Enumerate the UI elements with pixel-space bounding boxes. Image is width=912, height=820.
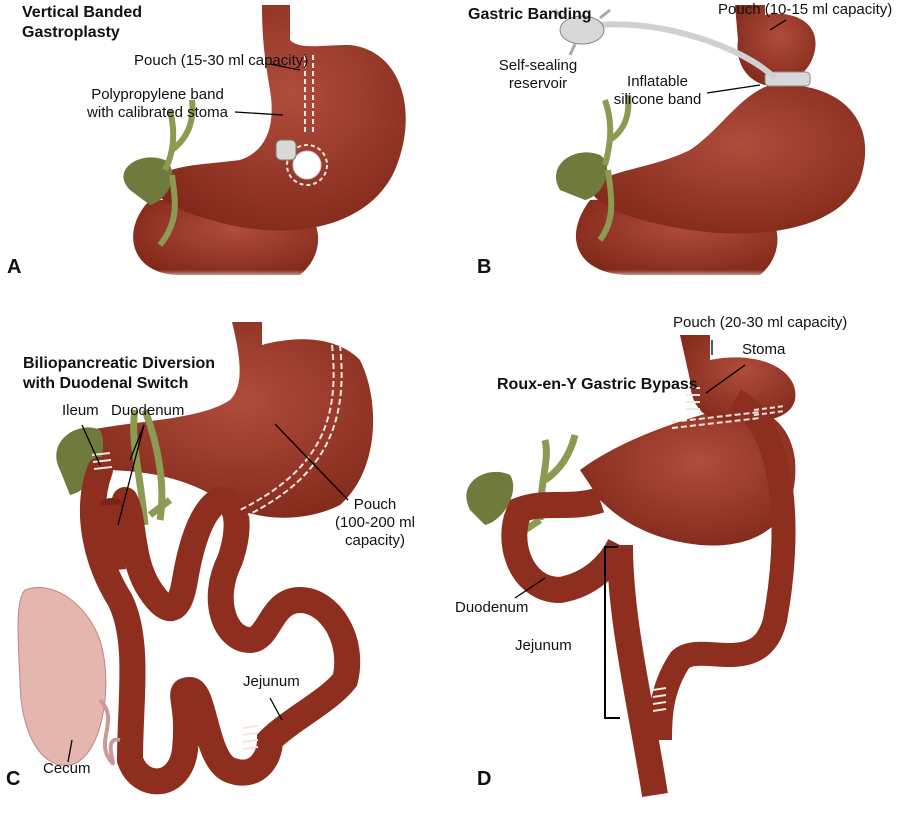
panel-d-duodenum	[501, 487, 632, 604]
panel-c-art	[17, 322, 374, 795]
panel-c-letter: C	[6, 768, 21, 790]
panel-d-jejunum	[607, 544, 668, 798]
panel-d-jejunum-label: Jejunum	[515, 637, 572, 654]
panel-a-stomach	[150, 5, 406, 231]
panel-c-cecum-label: Cecum	[43, 760, 91, 777]
panel-b-pouch-label: Pouch (10-15 ml capacity)	[718, 1, 893, 18]
panel-d-duodenum-label: Duodenum	[455, 599, 529, 616]
panel-a-art	[100, 5, 460, 280]
panel-a-gallbladder	[123, 157, 173, 205]
panel-a-pouch-label: Pouch (15-30 ml capacity)	[134, 52, 309, 69]
panel-a-bile-duct	[157, 99, 196, 247]
panel-d-title: Roux-en-Y Gastric Bypass	[497, 376, 698, 393]
panel-a-letter: A	[7, 256, 22, 278]
panel-c-duodenum-label: Duodenum	[111, 402, 185, 419]
panel-d-letter: D	[477, 768, 492, 790]
panel-d-stomach	[580, 407, 796, 546]
panel-b-tube	[599, 21, 778, 81]
panel-b-letter: B	[477, 256, 492, 278]
panel-b-art	[540, 5, 900, 280]
panel-d-roux-limb	[648, 389, 796, 741]
panel-c-ileum-label: Ileum	[62, 402, 99, 419]
panel-d-pouch-label: Pouch (20-30 ml capacity)	[673, 314, 848, 331]
panel-b-title: Gastric Banding	[468, 6, 592, 23]
panel-d-stoma-label: Stoma	[742, 341, 786, 358]
panel-c-cecum	[17, 586, 107, 766]
panel-d-jejunum-bracket	[604, 546, 620, 719]
panel-b-reservoir	[559, 15, 605, 45]
panel-c-jejunum-label: Jejunum	[243, 673, 300, 690]
panel-d-pouch	[680, 335, 796, 422]
panel-c-stomach	[76, 322, 374, 518]
panel-a-band-clip	[275, 139, 297, 161]
panel-d-art	[466, 335, 796, 798]
panel-c-intestine	[79, 457, 361, 795]
panel-b-stomach	[590, 84, 866, 234]
